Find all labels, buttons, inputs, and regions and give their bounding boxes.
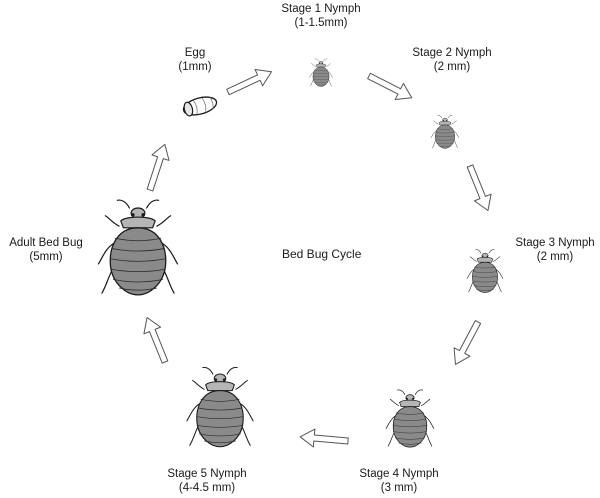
stage-1-label: Stage 1 Nymph (1-1.5mm) [271,2,371,30]
stage-1-nymph-icon [309,58,333,87]
stage-name: Stage 5 Nymph [167,468,247,480]
stage-name: Adult Bed Bug [9,237,83,249]
stage-3-label: Stage 3 Nymph (2 mm) [512,236,598,264]
stage-name: Egg [184,47,206,59]
arrow-stage5-to-adult-icon [138,313,174,366]
stage-4-label: Stage 4 Nymph (3 mm) [344,467,454,495]
stage-2-label: Stage 2 Nymph (2 mm) [402,46,502,74]
egg-icon [182,96,218,117]
stage-size: (1mm) [178,61,212,73]
stage-4-nymph-icon [385,389,435,448]
stage-3-nymph-icon [466,249,504,293]
arrow-stage3-to-stage4-icon [447,317,487,370]
diagram-title: Bed Bug Cycle [282,247,362,261]
adult-bed-bug-icon [97,199,179,296]
arrow-stage2-to-stage3-icon [461,162,497,215]
stage-size: (2 mm) [536,251,574,263]
stage-2-nymph-icon [430,115,460,149]
stage-name: Stage 3 Nymph [515,237,595,249]
stage-name: Stage 1 Nymph [281,3,361,15]
stage-name: Stage 4 Nymph [359,468,439,480]
stage-size: (3 mm) [380,482,418,494]
adult-label: Adult Bed Bug (5mm) [0,236,92,264]
arrow-adult-to-egg-icon [140,141,174,194]
stage-size: (4-4.5 mm) [178,482,236,494]
stage-size: (1-1.5mm) [294,17,348,29]
arrow-stage4-to-stage5-icon [298,427,350,451]
stage-name: Stage 2 Nymph [412,47,492,59]
stage-5-nymph-icon [186,366,254,448]
arrow-egg-to-stage1-icon [223,63,276,101]
egg-label: Egg (1mm) [170,46,220,74]
stage-5-label: Stage 5 Nymph (4-4.5 mm) [152,467,262,495]
stage-size: (5mm) [29,251,63,263]
stage-size: (2 mm) [433,61,471,73]
